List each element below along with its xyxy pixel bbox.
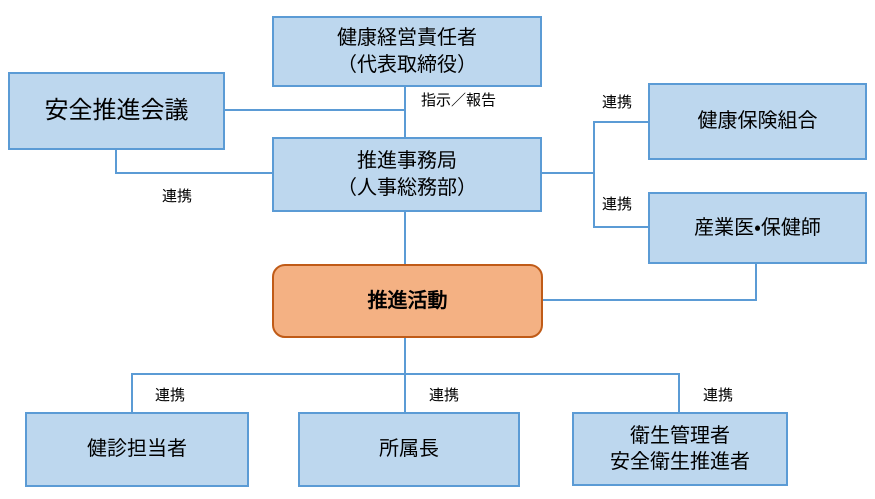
node-occupational-physician-label: 産業医・保健師 [694,216,821,239]
node-executive: 健康経営責任者 （代表取締役） [272,16,542,87]
node-insurance-union-label: 健康保険組合 [697,110,818,133]
node-secretariat-line2: （人事総務部） [337,176,477,199]
node-department-head: 所属長 [298,412,520,487]
connector-drop-hygiene [678,373,680,412]
edge-label-renkei-hygiene: 連携 [703,387,734,404]
edge-label-renkei-physician: 連携 [602,196,633,213]
connector-branch-insurance [593,121,648,123]
node-executive-line2: （代表取締役） [337,53,477,76]
edge-label-renkei-manager: 連携 [429,387,460,404]
node-secretariat-line1: 推進事務局 [357,150,457,173]
node-hygiene-manager-line2: 安全衛生推進者 [610,451,750,473]
connector-drop-checkup [131,373,133,412]
connector-activity-physician [543,299,757,301]
connector-executive-secretariat [404,87,406,137]
connector-secretariat-activity [404,212,406,264]
node-secretariat: 推進事務局 （人事総務部） [272,137,542,212]
node-insurance-union: 健康保険組合 [648,83,867,160]
connector-council-center [225,109,406,111]
node-hygiene-manager-line1: 衛生管理者 [630,424,730,447]
edge-label-renkei-checkup: 連携 [155,387,186,404]
connector-drop-manager [404,373,406,412]
edge-label-renkei-council: 連携 [162,188,193,205]
node-promotion-activity: 推進活動 [272,264,543,338]
node-checkup-staff: 健診担当者 [25,412,249,487]
node-hygiene-manager: 衛生管理者 安全衛生推進者 [572,412,788,486]
edge-label-instruct-report: 指示／報告 [421,92,497,109]
connector-activity-down [404,338,406,375]
connector-branch-physician [593,226,648,228]
node-safety-council-label: 安全推進会議 [44,97,189,125]
connector-council-secretariat [115,172,272,174]
node-safety-council: 安全推進会議 [8,72,225,150]
node-department-head-label: 所属長 [379,438,439,461]
node-executive-line1: 健康経営責任者 [337,27,477,50]
node-occupational-physician: 産業医・保健師 [648,192,867,264]
edge-label-renkei-insurance: 連携 [602,94,633,111]
connector-council-down [115,150,117,174]
connector-secretariat-branch [542,172,595,174]
connector-branch-vertical [593,121,595,228]
node-promotion-activity-label: 推進活動 [367,289,448,312]
node-checkup-staff-label: 健診担当者 [87,438,187,461]
connector-physician-down [755,264,757,301]
